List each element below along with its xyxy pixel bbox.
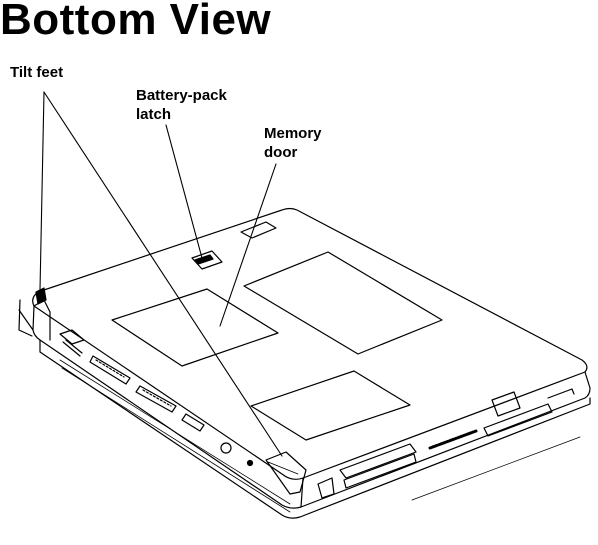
callout-battery-pack-latch: Battery-pack latch [136, 87, 227, 123]
callout-memory-door: Memory door [264, 125, 322, 161]
front-ports [339, 388, 581, 501]
lower-panel [250, 370, 411, 441]
right-panel [243, 251, 443, 355]
page-title: Bottom View [0, 0, 272, 44]
laptop-body [18, 207, 591, 519]
top-tab [240, 221, 277, 239]
memory-door [111, 288, 279, 367]
leader-battery [165, 124, 203, 259]
leader-memory [219, 163, 277, 327]
side-ports [59, 329, 291, 513]
leader-tilt-right [43, 91, 283, 457]
callout-tilt-feet: Tilt feet [10, 64, 64, 81]
tilt-foot-right [265, 451, 335, 499]
leader-lines [39, 91, 283, 457]
leader-tilt-left [39, 91, 45, 291]
tilt-foot-left [35, 287, 47, 305]
battery-latch [191, 250, 223, 270]
